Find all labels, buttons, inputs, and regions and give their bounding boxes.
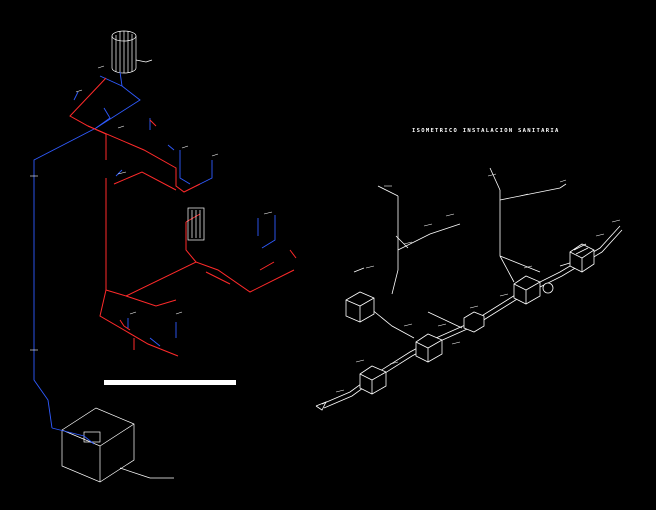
register-box-6	[463, 311, 485, 333]
cistern-feed-pipe	[51, 427, 95, 445]
register-box-4	[513, 275, 541, 305]
drawing-title: ISOMETRICO INSTALACION SANITARIA	[412, 128, 560, 134]
register-box-1	[345, 291, 375, 323]
water-heater-icon	[187, 207, 205, 241]
left-annotation-ticks	[30, 65, 273, 351]
right-annotation-ticks	[335, 173, 621, 393]
cleanout-icon	[542, 282, 554, 294]
register-box-2	[415, 333, 443, 363]
elevated-tank-icon	[111, 30, 153, 74]
cold-water-pipes	[33, 71, 276, 429]
registry-box-icons	[345, 243, 595, 395]
cistern-icon	[61, 407, 174, 483]
register-box-5	[569, 243, 595, 273]
water-supply-isometric	[30, 30, 297, 483]
register-box-3	[359, 365, 387, 395]
hot-water-pipes	[69, 77, 297, 357]
left-title-bar	[104, 380, 236, 385]
